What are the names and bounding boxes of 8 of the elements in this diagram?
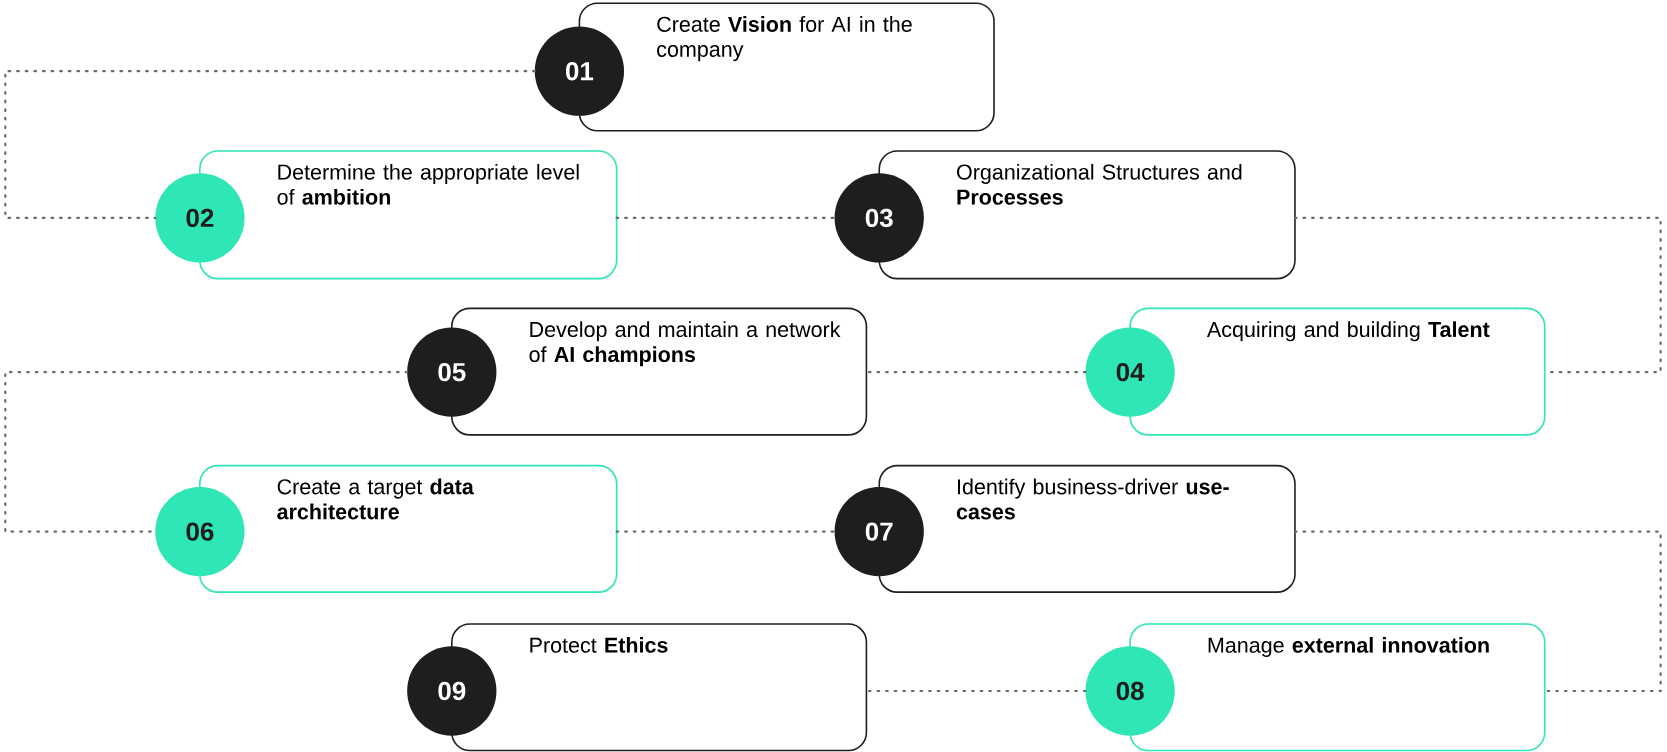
dotted-connector [4, 70, 536, 219]
dotted-connector [615, 530, 836, 533]
dotted-connector [615, 216, 836, 219]
dotted-connector [865, 689, 1087, 693]
dotted-connector [1293, 530, 1662, 693]
dotted-connector [4, 371, 409, 533]
dotted-connector [1293, 216, 1662, 374]
dotted-connector [865, 371, 1087, 374]
